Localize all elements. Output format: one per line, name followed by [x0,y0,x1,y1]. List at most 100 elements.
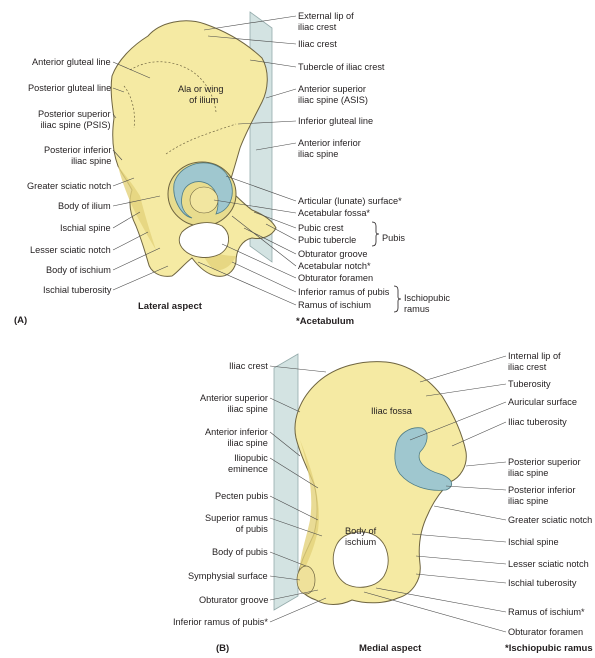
label-a-inferior-gluteal-line: Inferior gluteal line [298,116,373,127]
label-b-auricular-surface-line: Auricular surface [508,397,577,407]
leader-b-posterior-inferior-iliac-spine [445,485,507,491]
leader-a-acetabular-notch [231,215,297,267]
leader-a-ischial-spine [112,211,141,229]
label-b-inferior-ramus-of-pubis-line: Inferior ramus of pubis* [173,617,268,627]
label-b-iliopubic-eminence-line: eminence [228,463,268,474]
label-a-posterior-gluteal-line-line: Posterior gluteal line [28,83,112,93]
label-a-obturator-foramen-line: Obturator foramen [298,273,374,283]
leader-b-iliac-crest [269,365,327,373]
label-a-posterior-gluteal-line: Posterior gluteal line [28,83,111,94]
leader-a-anterior-inferior-iliac-spine [255,142,297,151]
label-a-pubic-crest-line: Pubic crest [298,223,344,233]
label-b-obturator-groove: Obturator groove [199,595,268,606]
label-b-auricular-surface: Auricular surface [508,397,577,408]
leader-b-anterior-superior-iliac-spine [269,397,301,413]
leader-b-anterior-inferior-iliac-spine [269,431,301,457]
leader-b-ischial-spine [411,533,507,543]
label-b-ischial-tuberosity: Ischial tuberosity [508,578,576,589]
leader-b-greater-sciatic-notch [433,505,507,521]
leader-b-symphysial-surface [269,575,301,581]
label-b-ischial-tuberosity-line: Ischial tuberosity [508,578,577,588]
label-b-lesser-sciatic-notch-line: Lesser sciatic notch [508,559,589,569]
brace-ischiopubic [393,285,402,313]
label-b-iliac-tuberosity: Iliac tuberosity [508,417,567,428]
obturator-foramen-b [332,531,389,588]
label-b-iliopubic-eminence-line: Iliopubic [234,453,268,463]
label-a-pubic-crest: Pubic crest [298,223,343,234]
caption-medial-aspect: Medial aspect [359,643,422,654]
label-b-posterior-superior-iliac-spine-line: Posterior superior [508,457,581,467]
label-a-posterior-superior-iliac-spine-psis-line: iliac spine (PSIS) [40,119,111,130]
obturator-foramen-a [178,222,229,258]
label-b-posterior-superior-iliac-spine-line: iliac spine [508,467,549,478]
leader-a-posterior-gluteal-line [112,87,125,93]
label-a-inferior-ramus-of-pubis: Inferior ramus of pubis [298,287,389,298]
footnote-ischiopubic: *Ischiopubic ramus [505,643,593,654]
label-b-internal-lip-of-iliac-crest-line: Internal lip of [508,351,561,361]
label-a-body-of-ischium-line: Body of ischium [46,265,111,275]
label-b-superior-ramus-of-pubis-line: of pubis [235,523,268,534]
leader-b-posterior-superior-iliac-spine [465,461,507,467]
label-a-greater-sciatic-notch: Greater sciatic notch [27,181,111,192]
label-b-pecten-pubis: Pecten pubis [215,491,268,502]
label-b-iliac-crest-line: Iliac crest [229,361,268,371]
leader-b-internal-lip-of-iliac-crest [419,355,507,383]
leader-a-acetabular-fossa [213,199,297,214]
label-b-body-of-pubis: Body of pubis [212,547,268,558]
label-b-obturator-foramen-line: Obturator foramen [508,627,584,637]
label-a-articular-lunate-surface: Articular (lunate) surface* [298,196,402,207]
label-a-obturator-groove: Obturator groove [298,249,367,260]
label-a-pubic-tubercle-line: Pubic tubercle [298,235,357,245]
leader-b-obturator-foramen [363,591,507,633]
bone-text-ala: Ala or wing of ilium [178,84,223,105]
leader-b-ramus-of-ischium [375,587,507,613]
label-a-anterior-inferior-iliac-spine-line: iliac spine [298,148,339,159]
bone-text-body-ischium: Body of ischium [345,526,376,547]
leader-b-superior-ramus-of-pubis [269,517,323,537]
sagittal-plane-b [273,353,299,611]
label-a-acetabular-notch-line: Acetabular notch* [298,261,371,271]
label-b-tuberosity-line: Tuberosity [508,379,551,389]
leader-b-iliac-tuberosity [451,421,507,447]
leader-a-body-of-ischium [112,247,161,271]
label-b-tuberosity: Tuberosity [508,379,551,390]
label-a-anterior-inferior-iliac-spine-line: Anterior inferior [298,138,361,148]
label-a-ischial-tuberosity: Ischial tuberosity [43,285,111,296]
leader-b-auricular-surface [409,401,507,441]
label-a-articular-lunate-surface-line: Articular (lunate) surface* [298,196,402,206]
label-a-acetabular-fossa: Acetabular fossa* [298,208,370,219]
label-b-anterior-superior-iliac-spine-line: iliac spine [227,403,268,414]
leader-a-pubic-crest [253,211,297,229]
label-b-anterior-inferior-iliac-spine-line: Anterior inferior [205,427,268,437]
leader-a-inferior-ramus-of-pubis [231,261,297,293]
leader-b-ischial-tuberosity [415,573,507,584]
label-b-greater-sciatic-notch-line: Greater sciatic notch [508,515,593,525]
leader-a-ramus-of-ischium [197,261,297,306]
bone-text-ala-line1: Ala or wing [178,84,224,94]
label-b-posterior-inferior-iliac-spine-line: Posterior inferior [508,485,576,495]
label-b-internal-lip-of-iliac-crest-line: iliac crest [508,361,547,372]
label-b-inferior-ramus-of-pubis: Inferior ramus of pubis* [173,617,268,628]
label-b-ramus-of-ischium: Ramus of ischium* [508,607,585,618]
leader-a-anterior-gluteal-line [112,61,151,79]
label-group-ischiopubic-ramus-line: Ischiopubic [404,293,450,303]
leader-a-articular-lunate-surface [225,175,297,202]
inferior-gluteal-line [165,123,237,155]
label-b-obturator-groove-line: Obturator groove [199,595,269,605]
label-b-ramus-of-ischium-line: Ramus of ischium* [508,607,585,617]
label-a-anterior-superior-iliac-spine-asis-line: iliac spine (ASIS) [298,94,368,105]
leader-a-posterior-superior-iliac-spine-psis [112,113,117,119]
label-a-posterior-superior-iliac-spine-psis-line: Posterior superior [38,109,111,119]
label-b-anterior-inferior-iliac-spine-line: iliac spine [227,437,268,448]
label-a-acetabular-notch: Acetabular notch* [298,261,371,272]
label-a-tubercle-of-iliac-crest-line: Tubercle of iliac crest [298,62,385,72]
panel-label-a: (A) [14,315,28,326]
leader-b-tuberosity [425,383,507,397]
label-b-iliac-tuberosity-line: Iliac tuberosity [508,417,567,427]
label-a-pubic-tubercle: Pubic tubercle [298,235,356,246]
